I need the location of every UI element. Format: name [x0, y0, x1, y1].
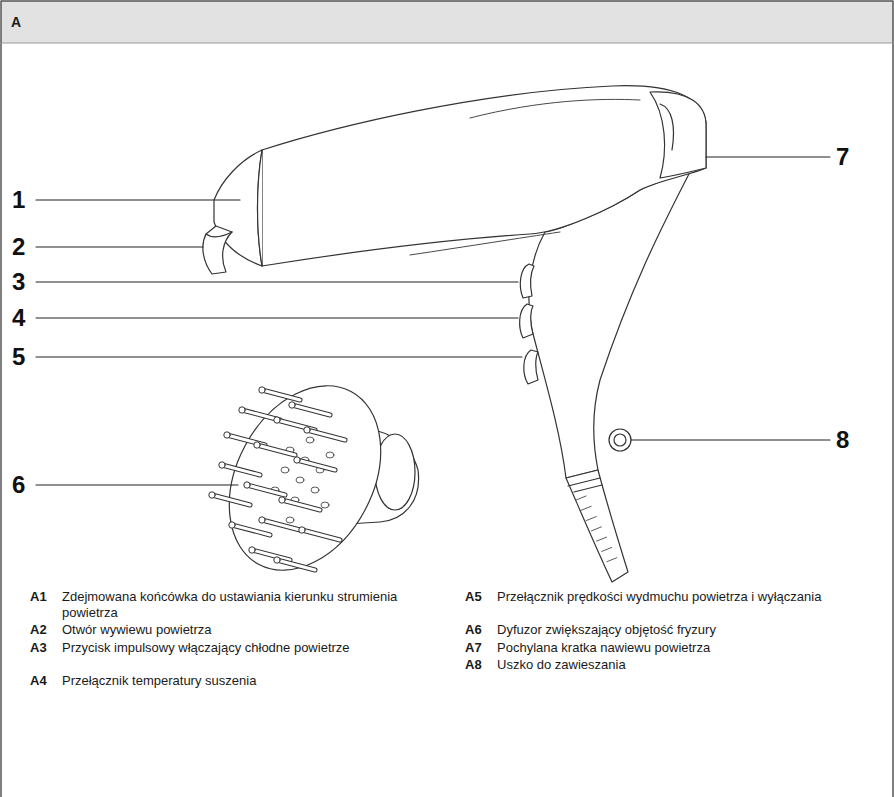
header-band: A — [1, 1, 893, 43]
legend-code: A2 — [30, 622, 47, 638]
diffuser-peg-fill — [302, 530, 340, 540]
diffuser-peg-fill — [232, 525, 270, 535]
diffuser-peg-tip — [299, 527, 305, 533]
legend-code: A8 — [465, 657, 482, 673]
part-description: Pochylana kratka nawiewu powietrza — [497, 640, 857, 656]
diffuser-peg-fill — [247, 485, 285, 495]
diffuser-peg-fill — [252, 550, 290, 560]
diffuser-peg-fill — [277, 560, 315, 570]
callout-number: 8 — [836, 426, 849, 454]
diffuser-peg-tip — [244, 482, 250, 488]
leader-lines — [36, 157, 830, 485]
cord-ridge — [576, 496, 586, 500]
diffuser-peg-tip — [224, 432, 230, 438]
diffuser-peg-fill — [282, 500, 320, 510]
diffuser-peg-tip — [219, 462, 225, 468]
cord-ridge — [607, 558, 617, 562]
callout-number: 5 — [12, 343, 25, 371]
diffuser-hole — [311, 487, 319, 493]
diffuser-peg-tip — [239, 407, 245, 413]
diffuser-hole — [281, 467, 289, 473]
diffuser-peg-tip — [249, 547, 255, 553]
diffuser-hole — [326, 452, 334, 458]
callout-number: 6 — [12, 471, 25, 499]
diffuser-peg-tip — [279, 497, 285, 503]
diffuser-peg-tip — [294, 457, 300, 463]
diffuser-peg — [302, 530, 340, 540]
diffuser-peg — [212, 495, 250, 505]
diffuser-peg — [262, 390, 300, 400]
callout-number: 7 — [836, 143, 849, 171]
section-letter: A — [1, 1, 893, 43]
diffuser-peg — [282, 500, 320, 510]
diffuser-peg — [257, 445, 295, 455]
diffuser-peg — [307, 430, 345, 440]
diffuser-peg — [252, 550, 290, 560]
diffuser-peg-tip — [289, 402, 295, 408]
part-description: Przełącznik prędkości wydmuchu powietrza… — [497, 589, 857, 605]
diffuser-peg-tip — [304, 427, 310, 433]
legend-code: A1 — [30, 589, 47, 605]
diffuser-peg-fill — [212, 495, 250, 505]
part-description: Uszko do zawieszania — [497, 657, 857, 673]
cord-ridge — [602, 547, 612, 551]
cord-ridge — [586, 517, 596, 521]
diffuser-peg — [297, 460, 335, 470]
diffuser-hole — [286, 517, 294, 523]
part-description: Zdejmowana końcówka do ustawiania kierun… — [62, 589, 422, 621]
diffuser-peg — [222, 465, 260, 475]
part-description: Dyfuzor zwiększający objętość fryzury — [497, 622, 857, 638]
legend-code: A4 — [30, 673, 47, 689]
diffuser-peg-fill — [222, 465, 260, 475]
diffuser-peg-tip — [254, 442, 260, 448]
cord-ridge — [597, 537, 607, 541]
callout-number: 2 — [12, 233, 25, 261]
cord-ridge — [591, 527, 601, 531]
part-description: Przełącznik temperatury suszenia — [62, 673, 422, 689]
diffuser-peg — [247, 485, 285, 495]
diffuser-peg-fill — [262, 520, 300, 530]
diffuser-peg-tip — [259, 517, 265, 523]
diffuser — [199, 360, 419, 597]
diffuser-peg-tip — [274, 417, 280, 423]
diffuser-hole — [321, 502, 329, 508]
diffuser-peg — [232, 525, 270, 535]
cord-ridge — [581, 506, 591, 510]
callout-number: 4 — [12, 304, 25, 332]
part-description: Otwór wywiewu powietrza — [62, 622, 422, 638]
diffuser-peg-fill — [307, 430, 345, 440]
part-description: Przycisk impulsowy włączający chłodne po… — [62, 640, 422, 656]
legend-code: A3 — [30, 640, 47, 656]
diffuser-hole — [296, 477, 304, 483]
diffuser-peg-fill — [257, 445, 295, 455]
legend-code: A5 — [465, 589, 482, 605]
diffuser-peg — [262, 520, 300, 530]
diffuser-peg-tip — [259, 387, 265, 393]
callout-number: 3 — [12, 268, 25, 296]
diffuser-peg-tip — [229, 522, 235, 528]
diffuser-peg-tip — [274, 557, 280, 563]
diffuser-peg — [292, 405, 330, 415]
header-rule — [1, 42, 893, 43]
legend-code: A6 — [465, 622, 482, 638]
diffuser-peg-fill — [292, 405, 330, 415]
diffuser-peg-fill — [297, 460, 335, 470]
diffuser-peg — [277, 560, 315, 570]
diffuser-peg-tip — [209, 492, 215, 498]
legend-code: A7 — [465, 640, 482, 656]
header-band-ground — [1, 1, 893, 43]
callout-number: 1 — [12, 186, 25, 214]
diffuser-peg-fill — [262, 390, 300, 400]
diffuser-hole — [306, 437, 314, 443]
